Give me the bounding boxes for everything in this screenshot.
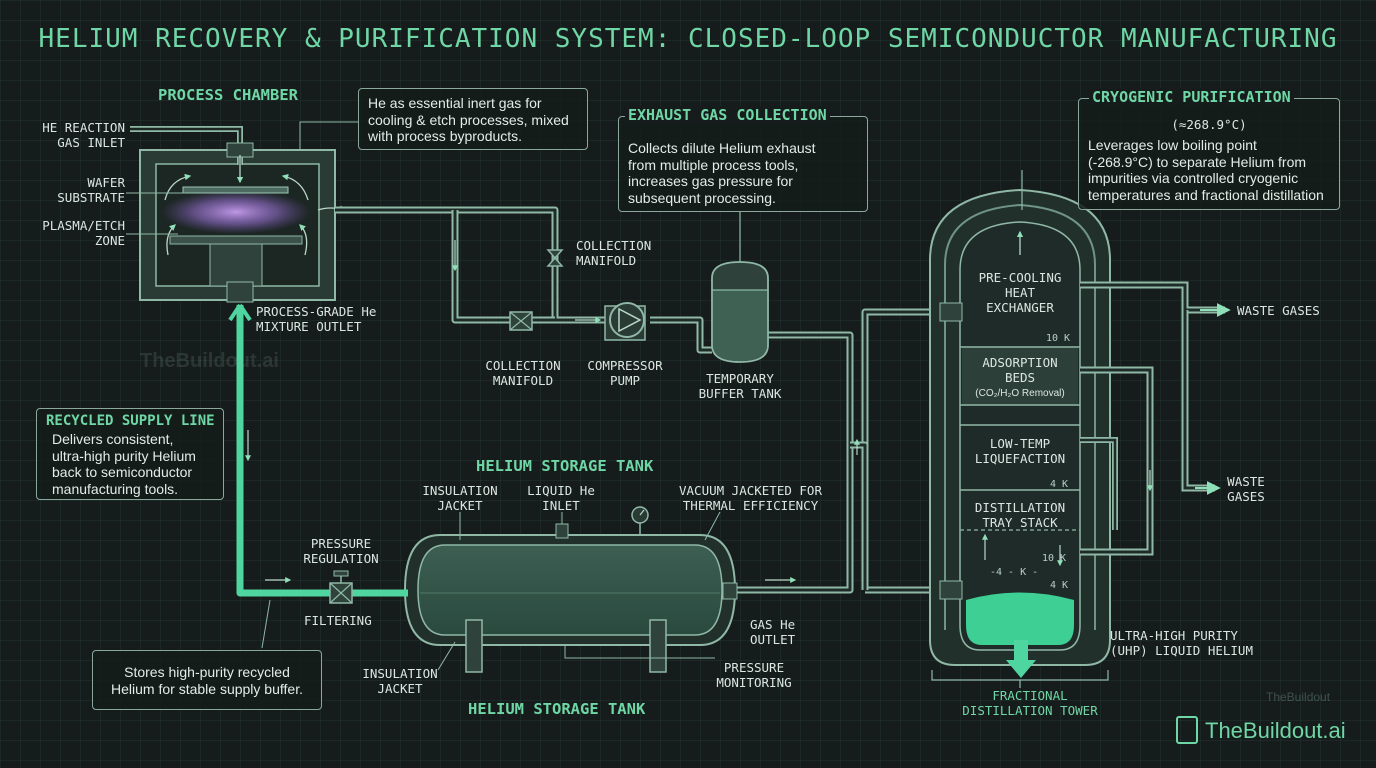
distillation-tower	[929, 170, 1231, 688]
compressor-pump	[604, 302, 646, 341]
he-inlet-label: HE REACTION GAS INLET	[42, 120, 125, 150]
stage-distillation-label: DISTILLATION TRAY STACK	[974, 500, 1066, 530]
manifold-valve-bottom	[509, 311, 533, 331]
collection-manifold-bottom-label: COLLECTION MANIFOLD	[485, 358, 561, 388]
stage-liquefaction-temp: 4 K	[1050, 479, 1069, 490]
process-chamber	[130, 126, 347, 303]
stage-adsorption-sub: (CO₂/H₂O Removal)	[975, 388, 1065, 399]
storage-note: Stores high-purity recycled Helium for s…	[111, 664, 303, 697]
process-chamber-heading: PROCESS CHAMBER	[158, 86, 298, 104]
compressor-pump-label: COMPRESSOR PUMP	[587, 358, 663, 388]
brand-logo-icon	[1176, 716, 1198, 744]
stage-pre-cooling-label: PRE-COOLING HEAT EXCHANGER	[978, 270, 1062, 315]
chamber-leaders	[126, 121, 358, 235]
liquid-he-inlet-label: LIQUID He INLET	[527, 483, 595, 513]
buffer-tank-label: TEMPORARY BUFFER TANK	[698, 371, 782, 401]
insulation-jacket-bottom-label: INSULATION JACKET	[362, 666, 438, 696]
cryogenic-heading: CRYOGENIC PURIFICATION	[1089, 88, 1294, 106]
stage-distillation-temp: 10 K	[1042, 553, 1067, 564]
exhaust-text: Collects dilute Helium exhaust from mult…	[628, 140, 816, 206]
storage-note-box: Stores high-purity recycled Helium for s…	[92, 650, 322, 710]
uhp-outlet-arrow	[1006, 640, 1036, 678]
collection-manifold-top-label: COLLECTION MANIFOLD	[576, 238, 652, 268]
filtering-label: FILTERING	[304, 613, 372, 628]
inner-temp-marker: -4 - K -	[990, 567, 1039, 578]
wafer-substrate-label: WAFER SUBSTRATE	[57, 175, 125, 205]
manifold-valve-top	[546, 249, 564, 267]
bottom-temp: 4 K	[1050, 580, 1069, 591]
process-chamber-note: He as essential inert gas for cooling & …	[368, 95, 569, 144]
storage-heading-top: HELIUM STORAGE TANK	[476, 457, 654, 475]
stage-pre-cooling-temp: 10 K	[1046, 333, 1071, 344]
recycled-text: Delivers consistent, ultra-high purity H…	[52, 431, 196, 497]
stage-liquefaction-label: LOW-TEMP LIQUEFACTION	[974, 436, 1066, 466]
brand-logo-text: TheBuildout.ai	[1205, 718, 1346, 743]
waste-gases-top-label: WASTE GASES	[1237, 303, 1320, 318]
exhaust-heading: EXHAUST GAS COLLECTION	[625, 106, 830, 124]
exhaust-box: EXHAUST GAS COLLECTION Collects dilute H…	[618, 106, 868, 212]
insulation-jacket-top-label: INSULATION JACKET	[422, 483, 498, 513]
cryogenic-temp: (≈268.9°C)	[1171, 117, 1247, 132]
stage-adsorption-label: ADSORPTION BEDS	[982, 355, 1058, 385]
plasma-glow	[161, 190, 311, 234]
mixture-outlet-label: PROCESS-GRADE He MIXTURE OUTLET	[256, 304, 377, 334]
recycled-supply-line	[228, 303, 408, 649]
wafer-substrate	[182, 186, 289, 194]
cryogenic-box: CRYOGENIC PURIFICATION (≈268.9°C) Levera…	[1078, 88, 1340, 210]
plasma-zone-label: PLASMA/ETCH ZONE	[42, 218, 125, 248]
waste-gases-bottom-label: WASTE GASES	[1227, 474, 1265, 504]
storage-heading-bottom: HELIUM STORAGE TANK	[468, 700, 646, 718]
watermark-right-small: TheBuildout	[1266, 690, 1331, 704]
flow-arrows	[245, 240, 860, 583]
buffer-tank	[711, 212, 769, 363]
uhp-helium-label: ULTRA-HIGH PURITY (UHP) LIQUID HELIUM	[1110, 628, 1253, 658]
recycled-box: RECYCLED SUPPLY LINE Delivers consistent…	[36, 408, 224, 500]
pressure-monitoring-label: PRESSURE MONITORING	[716, 660, 792, 690]
cryogenic-text: Leverages low boiling point (-268.9°C) t…	[1088, 137, 1324, 203]
recycled-heading: RECYCLED SUPPLY LINE	[46, 413, 215, 429]
process-chamber-note-box: He as essential inert gas for cooling & …	[358, 88, 588, 150]
gas-he-outlet-label: GAS He OUTLET	[750, 617, 796, 647]
vacuum-jacket-label: VACUUM JACKETED FOR THERMAL EFFICIENCY	[679, 483, 822, 513]
watermark-left: TheBuildout.ai	[140, 350, 279, 372]
pressure-regulation-label: PRESSURE REGULATION	[303, 536, 379, 566]
page-title: HELIUM RECOVERY & PURIFICATION SYSTEM: C…	[38, 24, 1338, 54]
storage-tank	[403, 506, 738, 673]
distillation-tower-label: FRACTIONAL DISTILLATION TOWER	[962, 688, 1098, 718]
